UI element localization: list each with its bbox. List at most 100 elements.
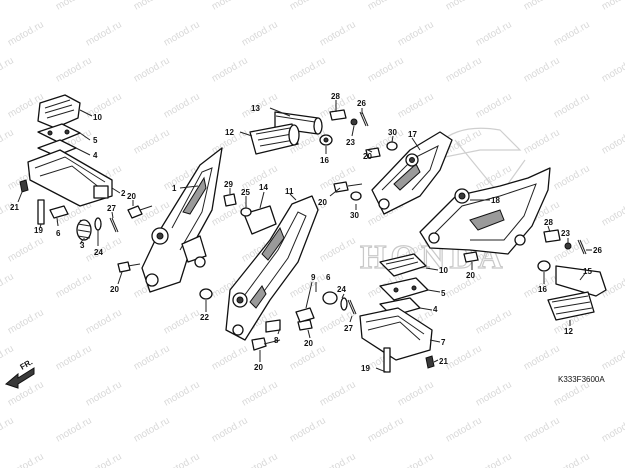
callout-l20d: 20 bbox=[318, 198, 327, 207]
watermark-text: motod.ru bbox=[54, 55, 94, 84]
callout-l12b: 12 bbox=[564, 327, 573, 336]
callout-l26a: 26 bbox=[357, 99, 366, 108]
watermark-text: motod.ru bbox=[240, 451, 280, 468]
watermark-text: motod.ru bbox=[162, 307, 202, 336]
watermark-text: motod.ru bbox=[210, 343, 250, 372]
callout-l30b: 30 bbox=[350, 211, 359, 220]
callout-l16a: 16 bbox=[320, 156, 329, 165]
pin-6-right bbox=[295, 307, 315, 323]
watermark-text: motod.ru bbox=[318, 235, 358, 264]
watermark-text: motod.ru bbox=[54, 271, 94, 300]
watermark-text: motod.ru bbox=[162, 451, 202, 468]
watermark-text: motod.ru bbox=[210, 55, 250, 84]
watermark-text: motod.ru bbox=[444, 415, 484, 444]
front-arrow-icon bbox=[4, 367, 35, 389]
callout-l5a: 5 bbox=[93, 136, 98, 145]
watermark-text: motod.ru bbox=[6, 451, 46, 468]
footpeg-rubber-right bbox=[379, 253, 427, 277]
watermark-text: motod.ru bbox=[444, 0, 484, 13]
watermark-text: motod.ru bbox=[600, 343, 625, 372]
watermark-text: motod.ru bbox=[0, 127, 16, 156]
bolt-20-left-lower bbox=[117, 261, 131, 273]
watermark-text: motod.ru bbox=[318, 379, 358, 408]
washer-24-right bbox=[340, 297, 348, 311]
washer-16-lower bbox=[537, 260, 551, 272]
peg-shaft-15 bbox=[555, 265, 607, 297]
watermark-text: motod.ru bbox=[84, 451, 124, 468]
cotter-pin-27-left bbox=[109, 217, 119, 233]
watermark-text: motod.ru bbox=[288, 0, 328, 13]
watermark-text: motod.ru bbox=[552, 163, 592, 192]
watermark-text: motod.ru bbox=[6, 235, 46, 264]
watermark-text: motod.ru bbox=[600, 199, 625, 228]
callout-l23b: 23 bbox=[561, 229, 570, 238]
watermark-text: motod.ru bbox=[240, 379, 280, 408]
watermark-text: motod.ru bbox=[0, 55, 16, 84]
callout-l7: 7 bbox=[441, 338, 446, 347]
callout-l5b: 5 bbox=[441, 289, 446, 298]
watermark-text: motod.ru bbox=[444, 343, 484, 372]
washer-30-upper bbox=[386, 141, 398, 151]
callout-l11: 11 bbox=[285, 187, 294, 196]
watermark-text: motod.ru bbox=[84, 19, 124, 48]
callout-l18: 18 bbox=[491, 196, 500, 205]
watermark-text: motod.ru bbox=[0, 415, 16, 444]
watermark-text: motod.ru bbox=[162, 379, 202, 408]
callout-l9: 9 bbox=[311, 273, 316, 282]
watermark-text: motod.ru bbox=[288, 271, 328, 300]
watermark-text: motod.ru bbox=[0, 343, 16, 372]
callout-l8: 8 bbox=[274, 336, 279, 345]
watermark-text: motod.ru bbox=[552, 91, 592, 120]
watermark-text: motod.ru bbox=[162, 19, 202, 48]
footpeg-body-left bbox=[27, 149, 113, 207]
watermark-text: motod.ru bbox=[396, 91, 436, 120]
callout-l3: 3 bbox=[80, 241, 85, 250]
bolt-20-right-lower bbox=[463, 251, 479, 263]
center-peg-group bbox=[249, 109, 369, 155]
callout-l22: 22 bbox=[200, 313, 209, 322]
callout-l1: 1 bbox=[172, 184, 177, 193]
callout-l6b: 6 bbox=[326, 273, 331, 282]
watermark-text: motod.ru bbox=[288, 415, 328, 444]
callout-l21a: 21 bbox=[10, 203, 19, 212]
watermark-text: motod.ru bbox=[84, 91, 124, 120]
bolt-21-right bbox=[425, 355, 435, 369]
bolt-20-center-lower bbox=[251, 337, 267, 351]
watermark-text: motod.ru bbox=[0, 271, 16, 300]
callout-l13: 13 bbox=[251, 104, 260, 113]
peg-rubber-12 bbox=[249, 123, 299, 155]
callout-l20e: 20 bbox=[466, 271, 475, 280]
watermark-text: motod.ru bbox=[600, 0, 625, 13]
cover-14 bbox=[243, 205, 277, 235]
watermark-text: motod.ru bbox=[132, 127, 172, 156]
callout-l17: 17 bbox=[408, 130, 417, 139]
watermark-text: motod.ru bbox=[288, 55, 328, 84]
bolt-20-left-upper bbox=[127, 205, 143, 219]
washer-30-lower bbox=[350, 191, 362, 201]
bolt-21-left bbox=[19, 179, 29, 193]
watermark-text: motod.ru bbox=[240, 19, 280, 48]
callout-l10a: 10 bbox=[93, 113, 102, 122]
footpeg-body-right bbox=[359, 307, 433, 361]
callout-l19a: 19 bbox=[34, 226, 43, 235]
watermark-text: motod.ru bbox=[396, 451, 436, 468]
collar-22 bbox=[199, 288, 213, 300]
center-bracket-11 bbox=[199, 193, 319, 351]
bolt-28-lower bbox=[543, 229, 561, 243]
callout-l28b: 28 bbox=[544, 218, 553, 227]
watermark-text: motod.ru bbox=[210, 415, 250, 444]
callout-l28a: 28 bbox=[331, 92, 340, 101]
callout-l24a: 24 bbox=[94, 248, 103, 257]
watermark-text: motod.ru bbox=[132, 0, 172, 13]
callout-l23a: 23 bbox=[346, 138, 355, 147]
callout-l4b: 4 bbox=[433, 305, 438, 314]
diagram-code: K333F3600A bbox=[558, 375, 605, 384]
watermark-text: motod.ru bbox=[318, 451, 358, 468]
callout-l26b: 26 bbox=[593, 246, 602, 255]
watermark-text: motod.ru bbox=[552, 451, 592, 468]
watermark-text: motod.ru bbox=[396, 19, 436, 48]
left-bracket-1 bbox=[127, 147, 223, 293]
watermark-text: motod.ru bbox=[474, 451, 514, 468]
